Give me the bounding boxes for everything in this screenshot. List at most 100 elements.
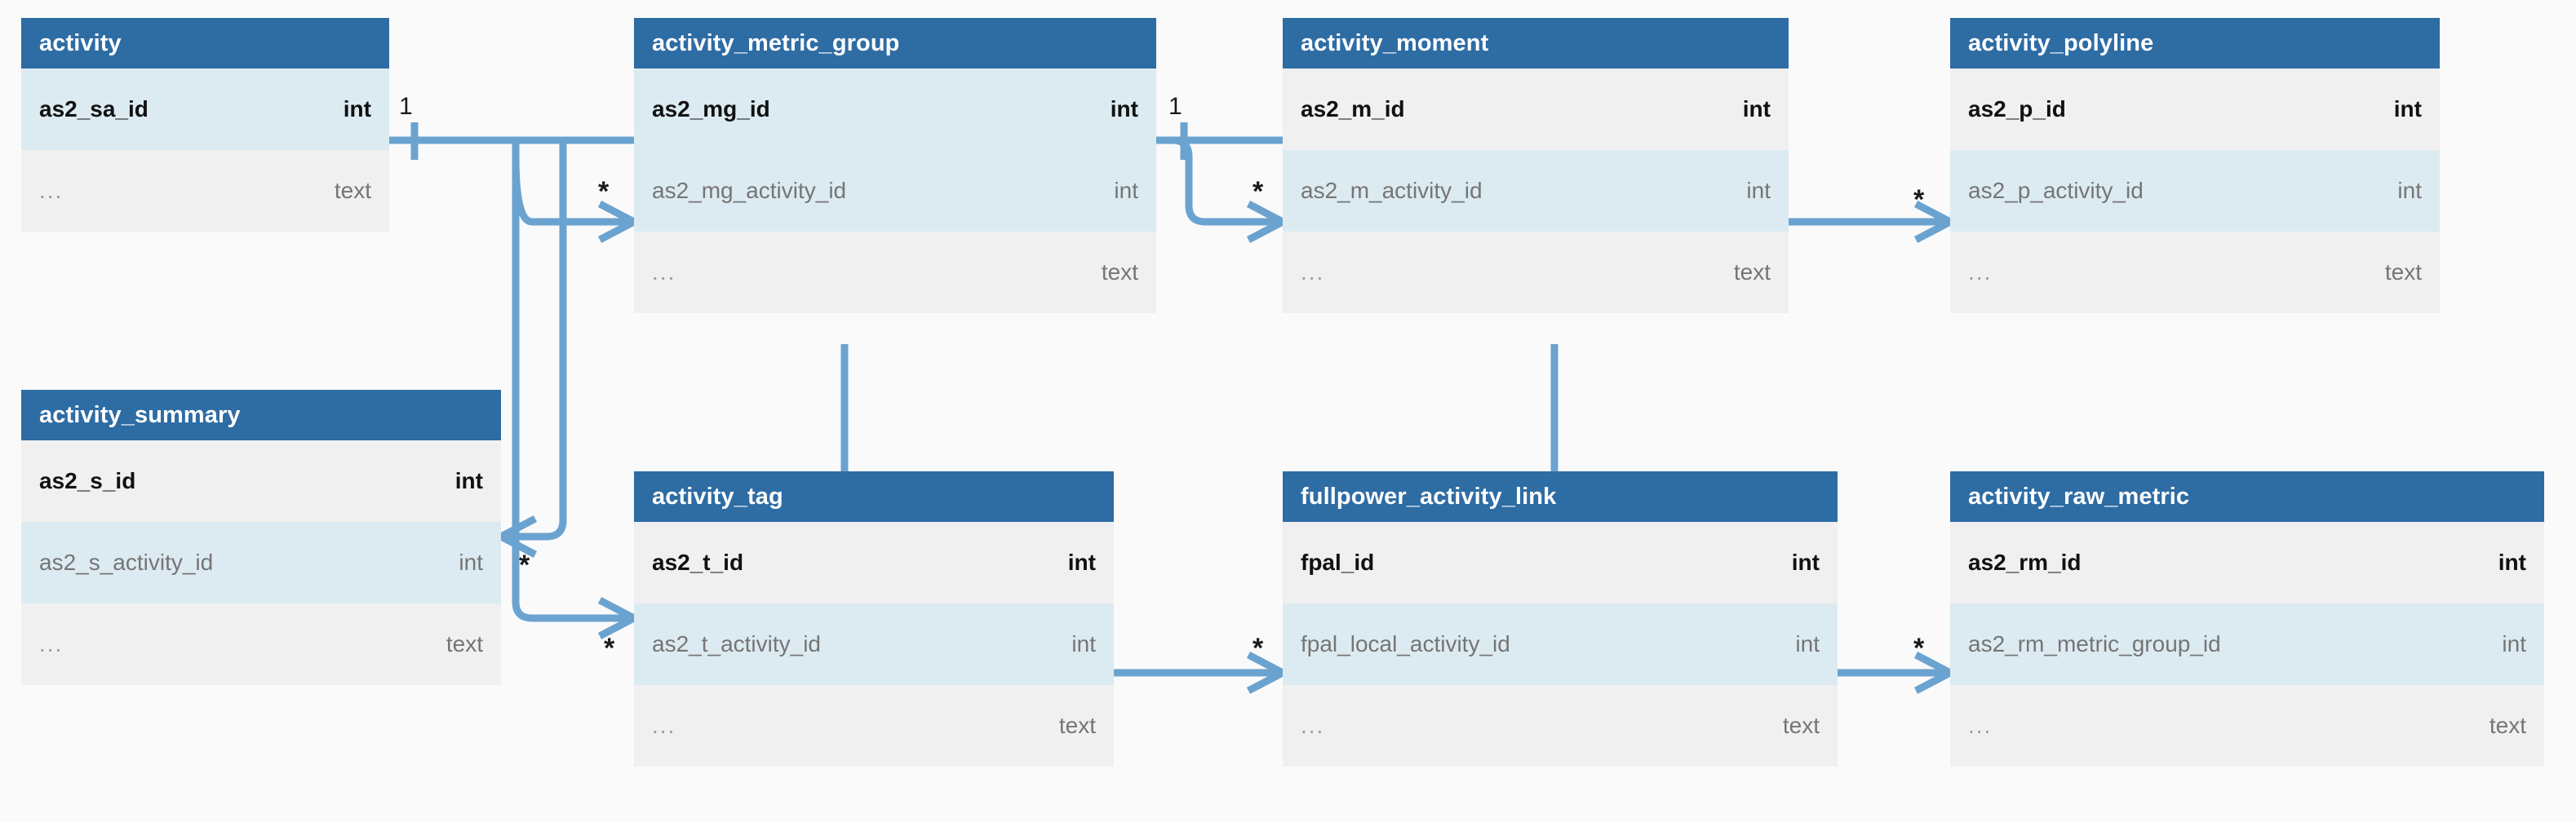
table-row[interactable]: as2_m_id int <box>1283 68 1789 150</box>
column-type: int <box>1742 96 1771 122</box>
table-row[interactable]: as2_t_activity_id int <box>634 603 1114 685</box>
column-type: int <box>459 550 483 575</box>
cardinality-label-many-fullpower: * <box>1253 633 1264 664</box>
table-header-activity_tag[interactable]: activity_tag <box>634 471 1114 522</box>
table-activity_polyline[interactable]: activity_polyline as2_p_id int as2_p_activi… <box>1950 18 2440 313</box>
table-row[interactable]: as2_rm_metric_group_id int <box>1950 603 2544 685</box>
cardinality-label-many-polyline: * <box>1913 184 1925 215</box>
table-row[interactable]: fpal_id int <box>1283 522 1838 603</box>
cardinality-label-many-metric-group: * <box>598 176 610 207</box>
table-row[interactable]: as2_rm_id int <box>1950 522 2544 603</box>
cardinality-label-many-activity-summary: * <box>519 550 530 581</box>
crowfoot-activity-summary-upper <box>499 515 538 540</box>
column-type: int <box>1067 550 1096 575</box>
column-type: int <box>343 96 371 122</box>
column-name: ... <box>652 713 676 738</box>
table-row[interactable]: as2_m_activity_id int <box>1283 150 1789 232</box>
column-name: ... <box>652 259 676 285</box>
column-type: int <box>1791 550 1820 575</box>
column-type: text <box>334 178 371 203</box>
column-name: ... <box>39 178 64 203</box>
table-row[interactable]: as2_s_activity_id int <box>21 522 501 603</box>
cardinality-label-one-metric-group: 1 <box>1168 93 1182 120</box>
table-row[interactable]: as2_s_id int <box>21 440 501 522</box>
column-name: as2_s_activity_id <box>39 550 214 575</box>
column-type: int <box>454 468 483 493</box>
column-type: int <box>1071 631 1096 656</box>
column-type: text <box>1782 713 1820 738</box>
column-type: int <box>1746 178 1771 203</box>
column-type: text <box>1058 713 1096 738</box>
table-row[interactable]: ... text <box>634 685 1114 767</box>
column-type: int <box>1114 178 1138 203</box>
table-row[interactable]: ... text <box>1283 685 1838 767</box>
column-type: text <box>1733 259 1771 285</box>
table-row[interactable]: as2_p_id int <box>1950 68 2440 150</box>
table-row[interactable]: ... text <box>21 603 501 685</box>
column-name: as2_t_id <box>652 550 744 575</box>
cardinality-label-one-activity: 1 <box>399 93 413 120</box>
column-type: int <box>2502 631 2526 656</box>
column-name: ... <box>1968 713 1993 738</box>
column-type: int <box>1795 631 1820 656</box>
crowfoot-moment-lower <box>1246 219 1285 243</box>
link-activity-to-activity-tag-path <box>512 140 634 622</box>
crowfoot-fullpower-lower <box>1246 670 1285 694</box>
table-header-fullpower_activity_link[interactable]: fullpower_activity_link <box>1283 471 1838 522</box>
table-row[interactable]: ... text <box>1950 232 2440 313</box>
link-mg-to-moment-path <box>1156 136 1283 226</box>
table-header-activity_moment[interactable]: activity_moment <box>1283 18 1789 68</box>
table-row[interactable]: ...text <box>634 232 1156 313</box>
column-type: int <box>2498 550 2526 575</box>
column-name: as2_p_id <box>1968 96 2066 122</box>
column-type: int <box>1110 96 1138 122</box>
table-row[interactable]: ... text <box>21 150 389 232</box>
cardinality-label-many-raw-metric: * <box>1913 633 1925 664</box>
crowfoot-metric-group-lower <box>597 219 636 243</box>
column-name: ... <box>39 631 64 656</box>
table-header-activity_raw_metric[interactable]: activity_raw_metric <box>1950 471 2544 522</box>
column-name: as2_mg_activity_id <box>652 178 847 203</box>
column-name: as2_t_activity_id <box>652 631 822 656</box>
column-name: ... <box>1968 259 1993 285</box>
column-type: text <box>2384 259 2422 285</box>
column-name: fpal_id <box>1301 550 1375 575</box>
column-name: as2_p_activity_id <box>1968 178 2144 203</box>
column-name: as2_s_id <box>39 468 136 493</box>
table-header-activity_polyline[interactable]: activity_polyline <box>1950 18 2440 68</box>
table-row[interactable]: ... text <box>1950 685 2544 767</box>
column-name: as2_rm_metric_group_id <box>1968 631 2221 656</box>
table-header-activity_metric_group[interactable]: activity_metric_group <box>634 18 1156 68</box>
column-name: as2_mg_id <box>652 96 770 122</box>
table-header-activity[interactable]: activity <box>21 18 389 68</box>
table-row[interactable]: as2_mg_activity_id int <box>634 150 1156 232</box>
column-name: ... <box>1301 713 1325 738</box>
cardinality-label-many-moment: * <box>1253 176 1264 207</box>
table-header-activity_summary[interactable]: activity_summary <box>21 390 501 440</box>
link-activity-to-metric-group-path <box>512 156 634 226</box>
crowfoot-polyline-lower <box>1913 219 1953 243</box>
column-name: as2_m_id <box>1301 96 1405 122</box>
column-type: int <box>2393 96 2422 122</box>
column-type: text <box>446 631 483 656</box>
crowfoot-raw-metric-lower <box>1913 670 1953 694</box>
table-row[interactable]: as2_t_id int <box>634 522 1114 603</box>
column-name: as2_rm_id <box>1968 550 2082 575</box>
column-name: as2_m_activity_id <box>1301 178 1483 203</box>
column-name: ... <box>1301 259 1325 285</box>
table-row[interactable]: as2_mg_id int <box>634 68 1156 150</box>
column-type: text <box>2489 713 2526 738</box>
link-activity-to-activity-summary-path <box>501 140 567 541</box>
table-row[interactable]: ... text <box>1283 232 1789 313</box>
